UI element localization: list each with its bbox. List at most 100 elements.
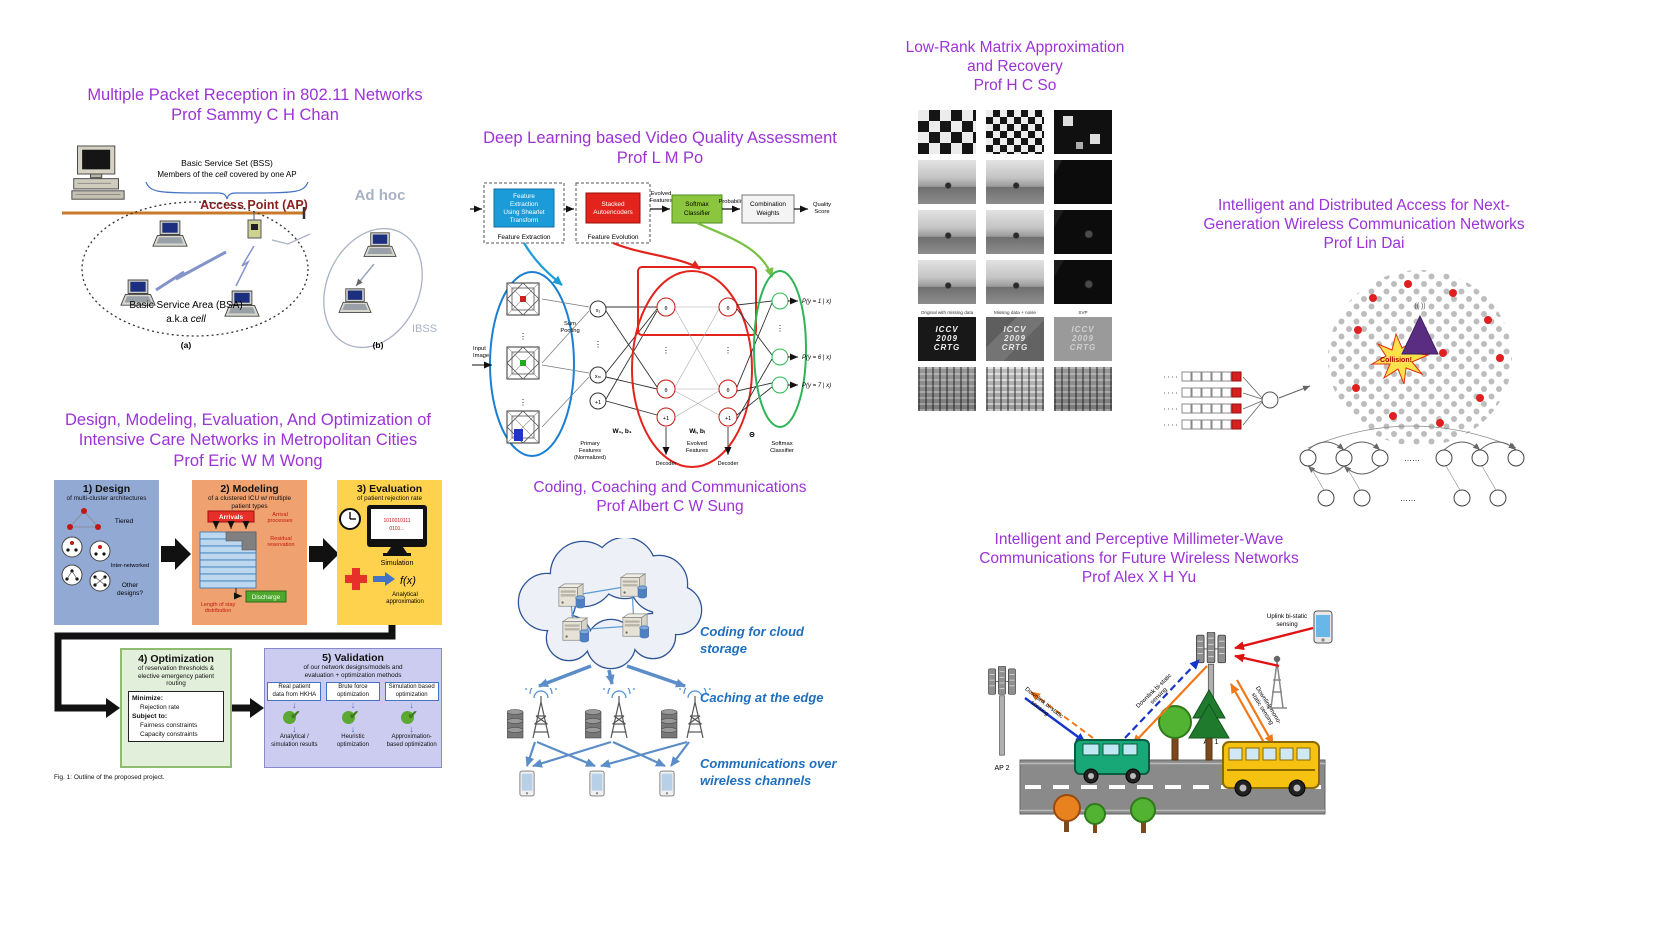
combination-weights-box	[741, 194, 795, 224]
orange-tree-icon	[1053, 793, 1081, 832]
checkerboard-image	[918, 109, 976, 154]
fig-a-label: (a)	[181, 340, 192, 350]
svg-text:Inter-networked: Inter-networked	[111, 563, 149, 569]
sparse-error-image	[1054, 159, 1112, 204]
uplink-phone-icon	[1313, 610, 1333, 644]
bss-caption-line1: Basic Service Set (BSS)	[181, 158, 273, 168]
monostatic-arrow-up	[1230, 682, 1268, 749]
so-image-grid: Original with missing data Missing data …	[890, 109, 1140, 411]
downlink-arrow-blue	[1024, 696, 1086, 743]
modeling-graphics: Arrivals Arrival processes Residual rese…	[199, 510, 295, 614]
recovered-checkerboard-image	[1054, 109, 1112, 154]
design-box: 1) Design of multi-cluster architectures…	[54, 480, 159, 625]
server-icon	[562, 617, 590, 643]
grid-caption-2: Missing data + noise	[993, 309, 1036, 315]
svg-text:Other: Other	[122, 582, 139, 589]
check-icon: ✔	[400, 708, 423, 725]
wong-arrows	[54, 538, 396, 718]
round-tree-icon	[1158, 704, 1192, 761]
uplink-bistatic-label: Uplink bi-static	[1267, 613, 1307, 620]
svg-text:Features: Features	[579, 448, 601, 454]
flow-arrow-3	[250, 698, 264, 718]
aggregator-node	[1261, 391, 1279, 409]
sung-cloud-diagram	[507, 538, 711, 797]
xm-node	[589, 366, 607, 384]
svg-text:Using Shearlet: Using Shearlet	[503, 209, 545, 216]
green-tree-icon	[1130, 796, 1156, 833]
svg-text:……: ……	[1404, 454, 1420, 463]
monitor-icon	[367, 504, 427, 556]
svg-text:Primary: Primary	[580, 441, 599, 447]
objective-box: Minimize: Rejection rate Subject to: Fai…	[128, 691, 224, 743]
design-graphics: Tiered Inter-networked Other designs	[61, 507, 149, 597]
pine-tree-icon	[1188, 688, 1230, 761]
server-icon	[620, 573, 648, 599]
svg-text:⋮: ⋮	[662, 346, 670, 355]
svg-text:+1: +1	[663, 416, 669, 422]
svg-text:⋮: ⋮	[519, 332, 527, 341]
signal-icon: (( ))	[1414, 303, 1425, 310]
laptop-icon	[152, 220, 188, 247]
small-green-tree-icon	[1084, 802, 1106, 833]
phone-icon	[589, 770, 605, 797]
downlink-arrow-orange	[1132, 664, 1208, 745]
adhoc-label: Ad hoc	[355, 187, 406, 204]
section-dai: Intelligent and Distributed Access for N…	[1158, 196, 1570, 525]
svg-text:Arrival: Arrival	[272, 512, 288, 518]
figure-caption: Fig. 1: Outline of the proposed project.	[54, 774, 165, 781]
dai-title-line2: Generation Wireless Communication Networ…	[1203, 216, 1525, 234]
bsa-label-line1: Basic Service Area (BSA)	[129, 300, 242, 311]
input-image-label: Input	[473, 346, 486, 352]
svg-text:⋮: ⋮	[519, 398, 527, 407]
sparse-error-image	[1054, 209, 1112, 254]
uplink-arrow-red-2	[1234, 653, 1280, 667]
autoencoder-zoom-rect	[637, 265, 757, 336]
video-frame-image	[986, 209, 1044, 254]
svg-text:+1: +1	[595, 400, 601, 406]
dai-title-line1: Intelligent and Distributed Access for N…	[1217, 197, 1511, 214]
svg-text:designs?: designs?	[117, 590, 143, 597]
svg-text:……: ……	[1400, 494, 1416, 503]
wong-title-line1: Design, Modeling, Evaluation, And Optimi…	[65, 411, 431, 429]
svg-text:θ: θ	[664, 388, 667, 394]
so-title-line3: Prof H C So	[973, 77, 1057, 95]
svg-text:Image: Image	[473, 353, 489, 359]
wibi-label: Wᵢ, bᵢ	[689, 428, 705, 435]
svg-text:Features: Features	[650, 198, 673, 204]
video-frame-image	[918, 159, 976, 204]
ap2-tower-icon	[988, 665, 1016, 756]
base-station-triangle	[1401, 314, 1439, 355]
edge-basestation-icon	[507, 688, 557, 739]
wong-flowchart: 1) Design of multi-cluster architectures…	[52, 476, 444, 790]
svg-text:⋮: ⋮	[776, 324, 784, 333]
yu-road-diagram: AP 2 AP 1 Downlink bi-static sensing	[988, 610, 1333, 833]
svg-text:Classifier: Classifier	[770, 448, 794, 454]
desktop-computer-icon	[71, 145, 125, 200]
evaluation-box: 3) Evaluation of patient rejection rate …	[337, 480, 442, 625]
section-po: Deep Learning based Video Quality Assess…	[470, 128, 850, 484]
downlink-bistatic-label-left: Downlink bi-static sensing	[1023, 686, 1063, 719]
output-prob-2: P(y = 6 | x)	[802, 355, 831, 361]
section-so: Low-Rank Matrix Approximation and Recove…	[890, 38, 1140, 417]
autoencoder-box	[585, 192, 641, 224]
svg-text:Score: Score	[814, 209, 829, 215]
access-point-device-icon	[247, 211, 262, 239]
probability-label: Probability	[718, 199, 745, 205]
wong-title-line3: Prof Eric W M Wong	[173, 451, 323, 470]
svg-text:Feature: Feature	[513, 193, 535, 200]
phone-icon	[519, 770, 535, 797]
section-yu: Intelligent and Perceptive Millimeter-Wa…	[925, 530, 1353, 853]
svg-text:θ: θ	[726, 306, 729, 312]
wrap-connector	[54, 625, 396, 712]
video-frame-image	[918, 209, 976, 254]
output-prob-1: P(y = 1 | x)	[802, 299, 831, 305]
svg-text:Evolved: Evolved	[687, 441, 707, 447]
svg-text:Decoder: Decoder	[718, 461, 739, 467]
sparse-error-image	[1054, 259, 1112, 304]
modeling-box: 2) Modeling of a clustered ICU w/ multip…	[192, 480, 307, 625]
coding-label: Coding for cloud storage	[700, 624, 804, 656]
